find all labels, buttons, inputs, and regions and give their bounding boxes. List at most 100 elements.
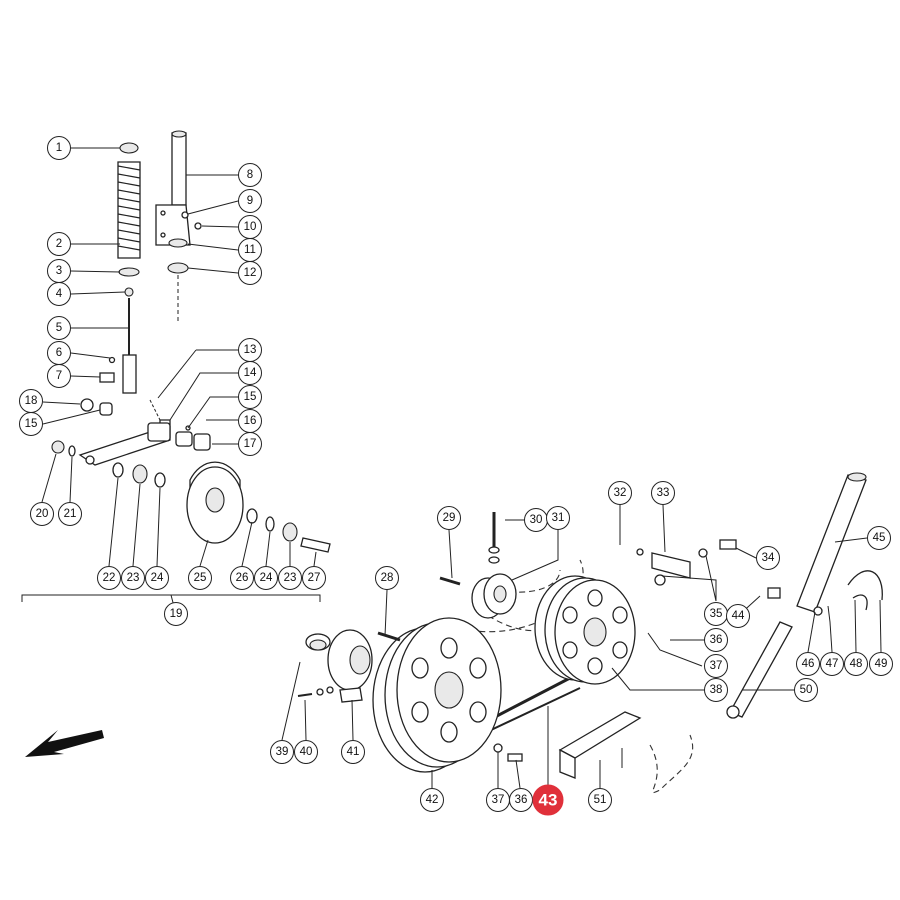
callout-label: 34 — [762, 552, 775, 564]
callout-37-upper[interactable]: 37 — [704, 654, 728, 678]
callout-23[interactable]: 23 — [121, 566, 145, 590]
callout-10[interactable]: 10 — [238, 215, 262, 239]
callout-24-right[interactable]: 24 — [254, 566, 278, 590]
callout-22[interactable]: 22 — [97, 566, 121, 590]
callout-42[interactable]: 42 — [420, 788, 444, 812]
callout-label: 51 — [594, 794, 607, 806]
callout-36-upper[interactable]: 36 — [704, 628, 728, 652]
callout-24[interactable]: 24 — [145, 566, 169, 590]
callout-3[interactable]: 3 — [47, 259, 71, 283]
callout-13[interactable]: 13 — [238, 338, 262, 362]
callout-14[interactable]: 14 — [238, 361, 262, 385]
callout-32[interactable]: 32 — [608, 481, 632, 505]
callout-48[interactable]: 48 — [844, 652, 868, 676]
callout-label: 17 — [244, 438, 257, 450]
callout-33[interactable]: 33 — [651, 481, 675, 505]
callout-label: 15 — [244, 391, 257, 403]
callout-9[interactable]: 9 — [238, 189, 262, 213]
callout-31[interactable]: 31 — [546, 506, 570, 530]
callout-21[interactable]: 21 — [58, 502, 82, 526]
callout-44[interactable]: 44 — [726, 604, 750, 628]
callout-37-lower[interactable]: 37 — [486, 788, 510, 812]
callout-11[interactable]: 11 — [238, 238, 262, 262]
callout-label: 36 — [515, 794, 528, 806]
callout-label: 19 — [170, 608, 183, 620]
callout-30[interactable]: 30 — [524, 508, 548, 532]
callout-label: 9 — [247, 195, 253, 207]
callout-label: 11 — [244, 244, 256, 256]
callout-1[interactable]: 1 — [47, 136, 71, 160]
callout-label: 27 — [308, 572, 321, 584]
callout-19[interactable]: 19 — [164, 602, 188, 626]
callout-label: 20 — [36, 508, 49, 520]
callout-26[interactable]: 26 — [230, 566, 254, 590]
callout-label: 50 — [800, 684, 813, 696]
callout-38[interactable]: 38 — [704, 678, 728, 702]
callout-50[interactable]: 50 — [794, 678, 818, 702]
callout-25[interactable]: 25 — [188, 566, 212, 590]
callout-label: 23 — [284, 572, 297, 584]
callout-label: 6 — [56, 347, 62, 359]
callout-45[interactable]: 45 — [867, 526, 891, 550]
callout-43-highlighted[interactable]: 43 — [532, 784, 564, 816]
callout-36-lower[interactable]: 36 — [509, 788, 533, 812]
callout-40[interactable]: 40 — [294, 740, 318, 764]
callout-label: 37 — [710, 660, 723, 672]
callout-label: 24 — [151, 572, 164, 584]
callout-15[interactable]: 15 — [238, 385, 262, 409]
callout-label: 24 — [260, 572, 273, 584]
callout-20[interactable]: 20 — [30, 502, 54, 526]
callout-16[interactable]: 16 — [238, 409, 262, 433]
guard-51 — [493, 711, 694, 794]
callout-39[interactable]: 39 — [270, 740, 294, 764]
callout-6[interactable]: 6 — [47, 341, 71, 365]
callout-label: 3 — [56, 265, 62, 277]
callout-47[interactable]: 47 — [820, 652, 844, 676]
callout-label: 49 — [875, 658, 888, 670]
callout-label: 14 — [244, 367, 257, 379]
callout-27[interactable]: 27 — [302, 566, 326, 590]
callout-5[interactable]: 5 — [47, 316, 71, 340]
callout-label: 46 — [802, 658, 815, 670]
callout-7[interactable]: 7 — [47, 364, 71, 388]
hub-31 — [471, 512, 517, 619]
callout-label: 10 — [244, 221, 257, 233]
callout-label: 44 — [732, 610, 745, 622]
callout-label: 41 — [347, 746, 360, 758]
callout-46[interactable]: 46 — [796, 652, 820, 676]
callout-label: 31 — [552, 512, 565, 524]
callout-15-left[interactable]: 15 — [19, 412, 43, 436]
callout-8[interactable]: 8 — [238, 163, 262, 187]
callout-label: 25 — [194, 572, 207, 584]
callout-label: 22 — [103, 572, 116, 584]
belt-drive — [297, 472, 883, 794]
flange-41 — [297, 576, 461, 703]
callout-12[interactable]: 12 — [238, 261, 262, 285]
callout-2[interactable]: 2 — [47, 232, 71, 256]
callout-label: 15 — [25, 418, 38, 430]
callout-label: 38 — [710, 684, 723, 696]
callout-18[interactable]: 18 — [19, 389, 43, 413]
callout-41[interactable]: 41 — [341, 740, 365, 764]
callout-51[interactable]: 51 — [588, 788, 612, 812]
callout-label: 21 — [64, 508, 77, 520]
callout-label: 2 — [56, 238, 62, 250]
callout-35[interactable]: 35 — [704, 602, 728, 626]
callout-28[interactable]: 28 — [375, 566, 399, 590]
callout-label: 29 — [443, 512, 456, 524]
callout-49[interactable]: 49 — [869, 652, 893, 676]
callouts: 1 2 3 4 5 6 7 8 9 10 11 12 13 14 15 16 1… — [19, 136, 893, 816]
callout-34[interactable]: 34 — [756, 546, 780, 570]
callout-23-right[interactable]: 23 — [278, 566, 302, 590]
callout-29[interactable]: 29 — [437, 506, 461, 530]
callout-4[interactable]: 4 — [47, 282, 71, 306]
callout-label: 26 — [236, 572, 249, 584]
leader-lines — [41, 147, 882, 789]
callout-label: 42 — [426, 794, 439, 806]
callout-label: 28 — [381, 572, 394, 584]
callout-label: 35 — [710, 608, 723, 620]
direction-arrow-icon — [25, 730, 104, 757]
callout-label: 37 — [492, 794, 505, 806]
callout-17[interactable]: 17 — [238, 432, 262, 456]
